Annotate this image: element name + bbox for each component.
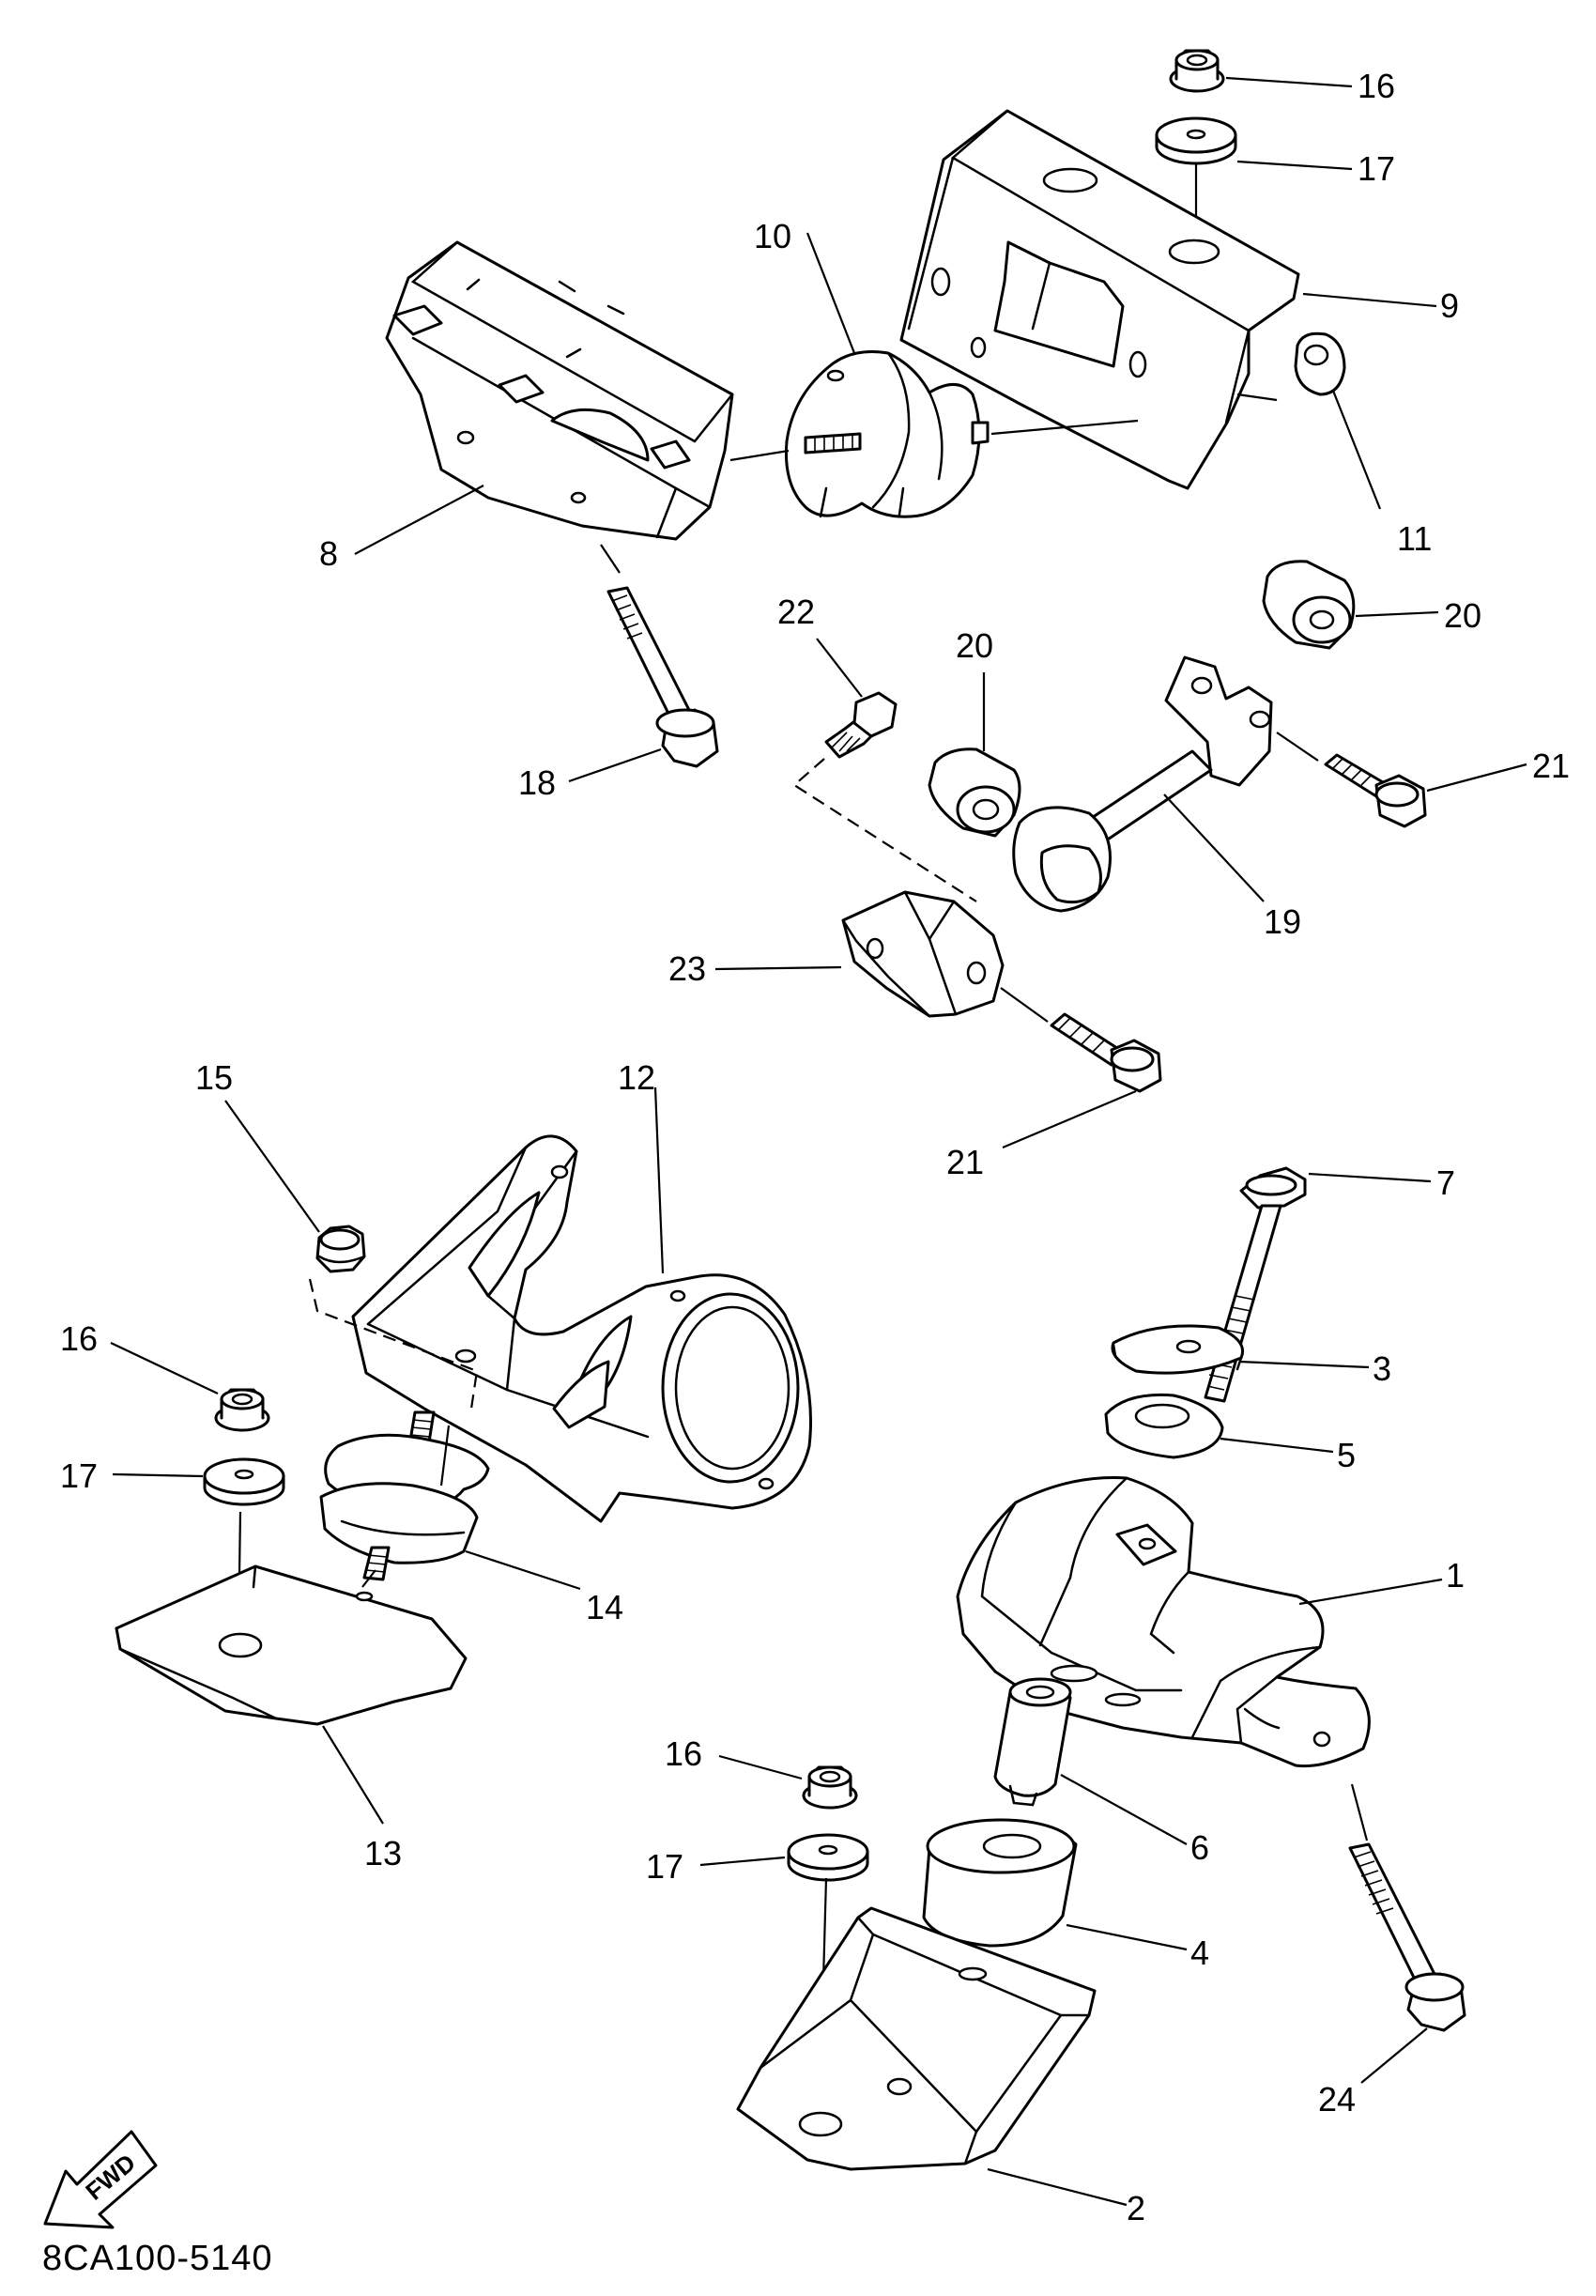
part-11-grommet[interactable] [1294,331,1346,396]
part-16-flange-nut-lower-center[interactable] [802,1765,858,1810]
part-16-flange-nut-lower-left[interactable] [214,1388,270,1432]
callout-23: 23 [668,949,706,988]
part-23-link-bracket[interactable] [841,890,1005,1018]
callout-14: 14 [586,1588,623,1626]
part-6-collar[interactable] [993,1677,1072,1807]
part-2-lower-stay[interactable] [736,1906,1097,2171]
callout-1: 1 [1446,1556,1465,1595]
part-14-rubber-mount[interactable] [319,1410,490,1581]
callout-22: 22 [777,593,815,631]
part-13-lower-plate[interactable] [115,1564,468,1726]
callout-7: 7 [1436,1163,1455,1202]
callout-17c: 17 [646,1847,683,1886]
callout-4: 4 [1190,1934,1209,1972]
callout-16a: 16 [1358,67,1395,105]
callout-9: 9 [1440,286,1459,325]
callout-20a: 20 [956,626,993,665]
part-18-long-bolt[interactable] [606,586,719,768]
callout-24: 24 [1318,2080,1356,2119]
callout-10: 10 [754,217,791,255]
callout-17a: 17 [1358,149,1395,188]
part-21-bolt-upper[interactable] [1324,753,1427,828]
callout-12: 12 [618,1058,655,1097]
callout-16c: 16 [665,1734,702,1773]
part-21-bolt-lower[interactable] [1050,1012,1162,1093]
callout-3: 3 [1373,1349,1391,1388]
part-15-flange-nut[interactable] [315,1225,366,1273]
part-19-link-rod[interactable] [1012,655,1273,913]
callout-5: 5 [1337,1436,1356,1474]
part-5-rubber-washer[interactable] [1104,1393,1224,1459]
callout-21a: 21 [1532,747,1570,785]
callout-19: 19 [1264,902,1301,941]
callout-17b: 17 [60,1456,98,1495]
part-20-bushing-left[interactable] [928,747,1021,838]
part-17-washer-lower-center[interactable] [787,1833,869,1882]
part-10-rubber-mount[interactable] [784,350,990,518]
callout-2: 2 [1127,2189,1145,2227]
fwd-arrow-icon: FWD [43,2130,158,2229]
part-12-large-bracket[interactable] [351,1134,812,1523]
diagram-code: 8CA100-5140 [42,2239,273,2278]
part-17-washer-top[interactable] [1155,116,1237,165]
callout-8: 8 [319,534,338,573]
part-4-rubber-block[interactable] [922,1818,1078,1948]
part-9-upper-bracket[interactable] [899,109,1300,490]
callout-13: 13 [364,1834,402,1872]
callout-21b: 21 [946,1143,984,1181]
callout-20b: 20 [1444,596,1481,635]
part-8-left-bracket[interactable] [385,240,734,541]
part-20-bushing-right[interactable] [1262,560,1356,650]
callout-16b: 16 [60,1319,98,1358]
callout-18: 18 [518,763,556,802]
part-16-flange-nut-top[interactable] [1169,49,1225,93]
part-17-washer-lower-left[interactable] [203,1457,285,1506]
callout-6: 6 [1190,1828,1209,1867]
callout-11: 11 [1397,519,1432,558]
part-24-long-bolt[interactable] [1348,1842,1466,2032]
callout-15: 15 [195,1058,233,1097]
callout-labels: 16 17 9 10 11 8 20 22 20 21 18 19 23 12 … [60,67,1570,2227]
part-3-washer[interactable] [1111,1324,1244,1375]
part-22-small-bolt[interactable] [824,691,898,759]
